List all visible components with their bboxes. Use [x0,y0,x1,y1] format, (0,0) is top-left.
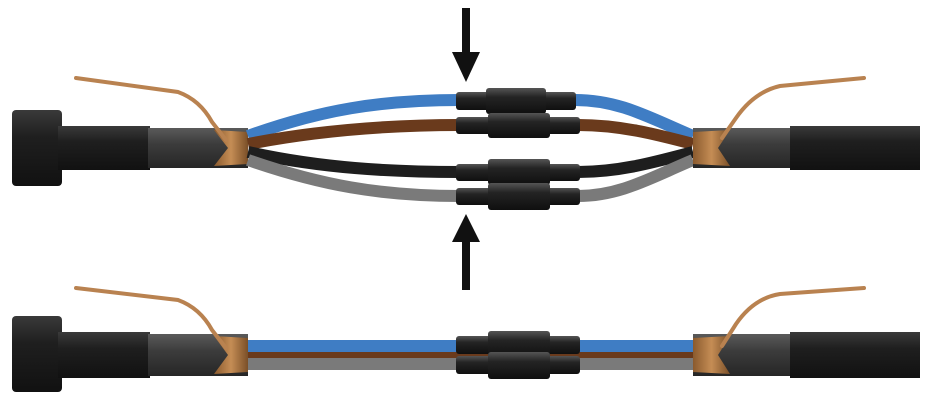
bottom-assembly [12,286,920,392]
drain-wire [720,76,866,140]
shield-braid [214,130,248,166]
right-cable-end-top [693,76,920,170]
splice-sleeve-body [488,113,550,138]
wire-brown [248,352,693,358]
splice-sleeve-body [488,331,550,358]
top-assembly [12,8,920,290]
wire-black [246,146,695,178]
splice-sleeves-top [456,88,580,210]
splice-sleeve-body [488,352,550,379]
arrow-down-icon [452,8,480,82]
drain-wire [720,286,866,348]
cable-jacket [58,126,150,170]
wires-top [245,94,696,202]
cable-jacket [790,332,920,378]
splice-sleeve-body [486,88,546,114]
arrow-up-icon [452,214,480,290]
splice-sleeves-bottom [456,331,580,379]
left-cable-end-top [12,76,248,186]
wire-brown [246,119,695,150]
left-cable-end-bottom [12,286,248,392]
cable-jacket [58,332,150,378]
splice-sleeve-body [488,159,550,185]
drain-wire [74,286,228,350]
drain-wire [74,76,228,142]
splice-sleeve-body [488,183,550,210]
cable-jacket [790,126,920,170]
right-cable-end-bottom [693,286,920,378]
cable-end-cap [12,316,62,392]
cable-end-cap [12,110,62,186]
